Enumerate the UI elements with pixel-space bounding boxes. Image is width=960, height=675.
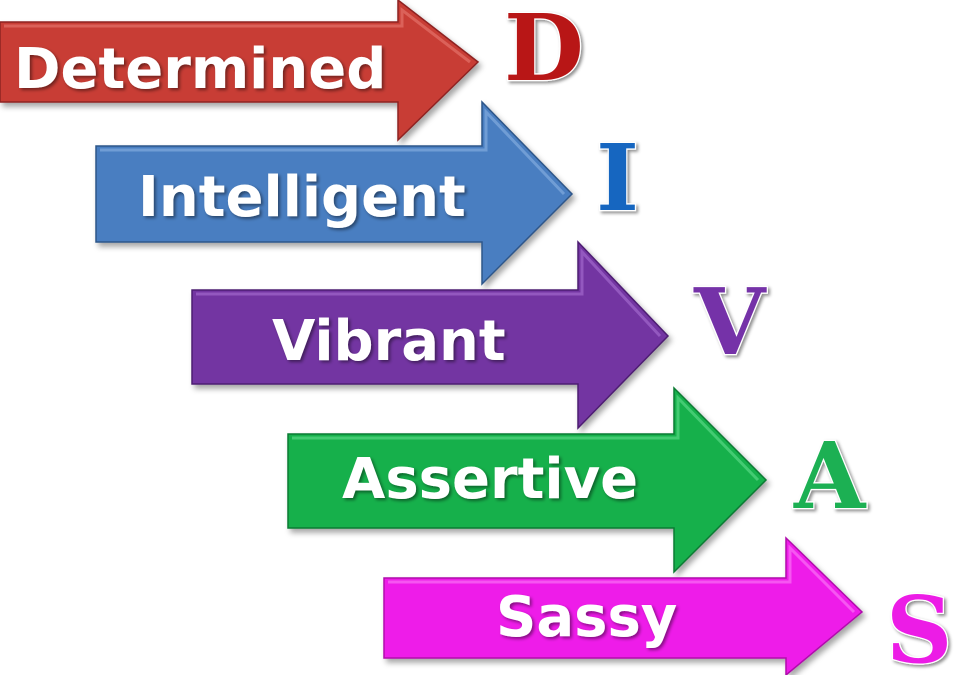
arrow-row-assertive: Assertive A — [287, 386, 868, 574]
arrow-label-sassy: Sassy — [496, 585, 677, 650]
arrow-row-vibrant: Vibrant V — [191, 240, 768, 430]
arrow-label-vibrant: Vibrant — [272, 309, 506, 374]
arrow-row-determined: Determined D — [0, 0, 585, 142]
arrow-label-intelligent: Intelligent — [138, 165, 466, 230]
arrow-body-vibrant — [191, 240, 670, 430]
arrow-body-intelligent — [95, 100, 574, 286]
arrow-label-assertive: Assertive — [342, 447, 638, 512]
arrow-vibrant — [191, 240, 670, 430]
arrow-body-determined — [0, 0, 480, 142]
arrow-highlight-sassy — [388, 544, 856, 614]
arrow-label-determined: Determined — [14, 37, 386, 102]
letter-s: S — [886, 576, 952, 675]
arrow-assertive — [287, 386, 768, 574]
arrow-sassy — [383, 536, 864, 675]
arrow-highlight-vibrant — [196, 248, 662, 338]
arrow-determined — [0, 0, 480, 142]
arrow-highlight-intelligent — [100, 108, 566, 196]
letter-d: D — [504, 0, 584, 102]
arrow-row-intelligent: Intelligent I — [95, 100, 640, 286]
letter-v: V — [693, 268, 767, 376]
letter-i: I — [596, 124, 639, 232]
arrow-row-sassy: Sassy S — [383, 536, 954, 675]
arrow-intelligent — [95, 100, 574, 286]
letter-a: A — [793, 422, 867, 530]
arrow-body-sassy — [383, 536, 864, 675]
arrow-highlight-assertive — [292, 394, 760, 482]
arrow-highlight-determined — [4, 6, 471, 64]
arrow-body-assertive — [287, 386, 768, 574]
